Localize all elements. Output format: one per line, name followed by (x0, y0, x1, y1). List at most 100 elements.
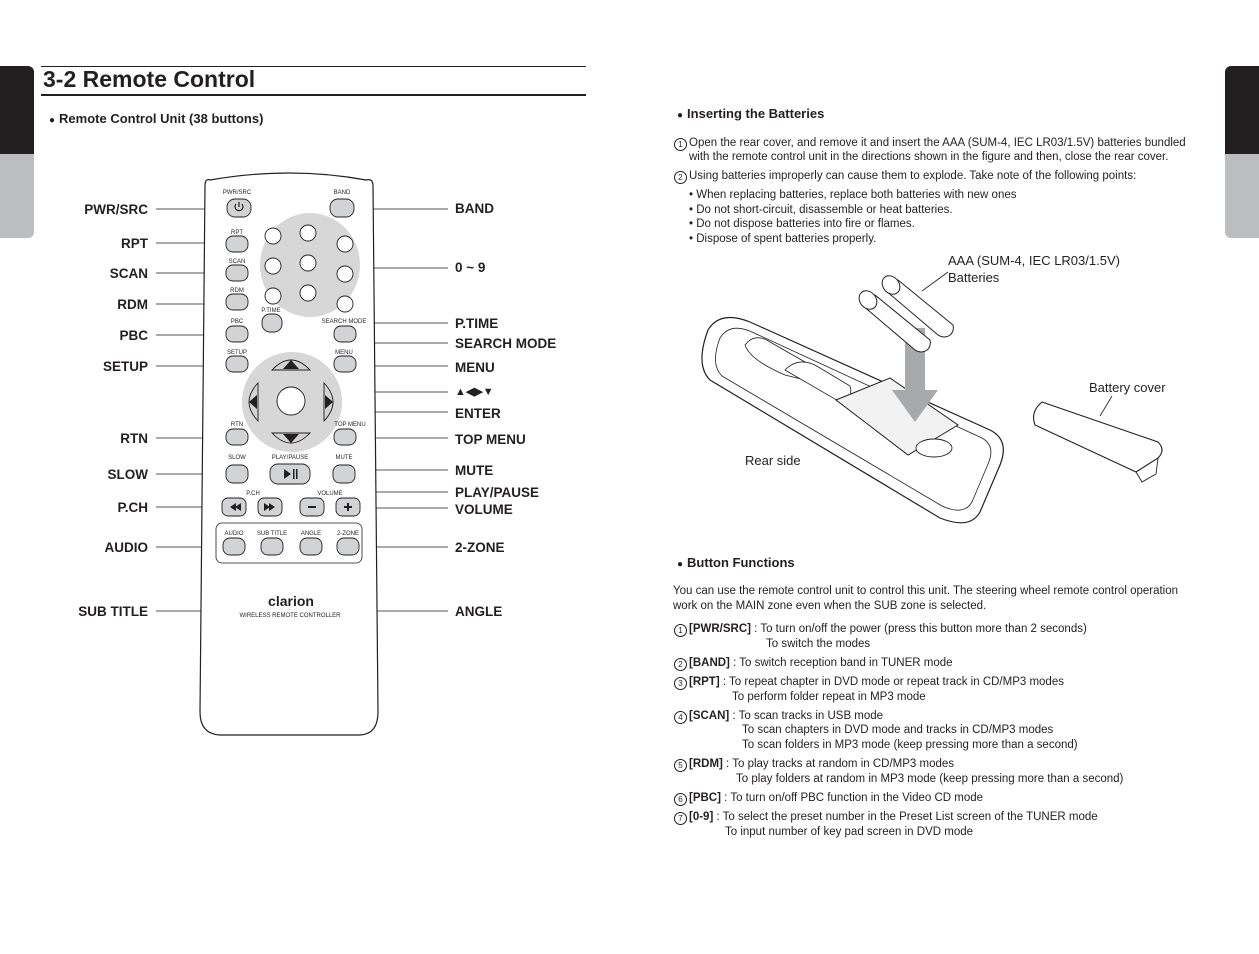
svg-text:AUDIO: AUDIO (224, 531, 243, 537)
label-0-9: 0 ~ 9 (455, 260, 486, 275)
item-key: [0-9] (689, 811, 714, 823)
insert-arrow (892, 328, 938, 422)
label-sub-title: SUB TITLE (78, 604, 148, 619)
battery-bullet-text: Dispose of spent batteries properly. (696, 233, 877, 245)
item-key: [RDM] (689, 758, 723, 770)
item-key: [BAND] (689, 657, 730, 669)
label-search-mode: SEARCH MODE (455, 336, 557, 351)
remote-diagram: PWR/SRC BAND RPT SCAN RDM P.TIME PBC SEA… (156, 172, 448, 736)
label-setup: SETUP (102, 359, 148, 374)
left-thumb-tab-dark (0, 66, 34, 154)
function-item-extra: To scan chapters in DVD mode and tracks … (742, 724, 1054, 736)
battery-bullet-text: Do not dispose batteries into fire or fl… (696, 218, 915, 230)
label-scan: SCAN (109, 266, 148, 281)
svg-text:ANGLE: ANGLE (301, 531, 321, 537)
function-item-pbc: 6[PBC] : To turn on/off PBC function in … (674, 791, 983, 806)
label-mute: MUTE (455, 463, 494, 478)
battery-bullet: • When replacing batteries, replace both… (689, 189, 1017, 201)
svg-text:SCAN: SCAN (229, 259, 246, 265)
label-volume: VOLUME (455, 502, 513, 517)
function-item-rpt: 3[RPT] : To repeat chapter in DVD mode o… (674, 675, 1064, 690)
remote-body (199, 172, 379, 736)
item-desc: : To turn on/off the power (press this b… (750, 623, 1087, 635)
item-key: [RPT] (689, 676, 720, 688)
label-rpt: RPT (121, 236, 148, 251)
label-play-pause: PLAY/PAUSE (455, 485, 540, 500)
batteries-heading: ●Inserting the Batteries (677, 106, 825, 121)
remote-subtitle-text: Remote Control Unit (38 buttons) (59, 111, 264, 126)
title-top-rule (41, 66, 586, 67)
title-bottom-rule (41, 94, 586, 96)
label-menu: MENU (455, 360, 495, 375)
function-item-band: 2[BAND] : To switch reception band in TU… (674, 656, 953, 671)
item-key: [SCAN] (689, 710, 730, 722)
label-top-menu: TOP MENU (455, 432, 526, 447)
label-pwr-src: PWR/SRC (84, 202, 148, 217)
item-key: [PWR/SRC] (689, 623, 751, 635)
function-item-extra: To scan folders in MP3 mode (keep pressi… (742, 739, 1078, 751)
item-desc: : To turn on/off PBC function in the Vid… (720, 792, 984, 804)
label-slow: SLOW (107, 467, 149, 482)
battery-step-2-text: Using batteries improperly can cause the… (689, 170, 1137, 182)
svg-text:VOLUME: VOLUME (317, 491, 342, 497)
function-item-pwr-src: 1[PWR/SRC] : To turn on/off the power (p… (674, 622, 1087, 637)
remote-subtitle: ●Remote Control Unit (38 buttons) (49, 111, 264, 126)
small-label-band: BAND (334, 190, 351, 196)
svg-text:RDM: RDM (230, 288, 244, 294)
label-pbc: PBC (119, 328, 148, 343)
page-title: 3-2 Remote Control (43, 66, 256, 92)
svg-text:RTN: RTN (231, 422, 243, 428)
label-rtn: RTN (120, 431, 148, 446)
function-item-extra: To input number of key pad screen in DVD… (725, 826, 974, 838)
label-band: BAND (455, 201, 494, 216)
item-desc: : To repeat chapter in DVD mode or repea… (719, 676, 1064, 688)
batteries-heading-text: Inserting the Batteries (687, 106, 825, 121)
battery-bullet-text: Do not short-circuit, disassemble or hea… (696, 204, 953, 216)
callout-rear-side: Rear side (745, 453, 801, 468)
item-desc: : To scan tracks in USB mode (729, 710, 884, 722)
label-rdm: RDM (117, 297, 148, 312)
item-number: 6 (674, 793, 687, 806)
label-angle: ANGLE (455, 604, 503, 619)
svg-text:PBC: PBC (231, 319, 244, 325)
label-2-zone: 2-ZONE (455, 540, 505, 555)
function-item-scan: 4[SCAN] : To scan tracks in USB mode (674, 709, 883, 724)
svg-text:SEARCH MODE: SEARCH MODE (322, 319, 367, 325)
item-key: [PBC] (689, 792, 721, 804)
item-number: 3 (674, 677, 687, 690)
battery-diagram (701, 271, 1163, 524)
callout-battery-cover: Battery cover (1089, 380, 1166, 395)
svg-text:P.CH: P.CH (246, 491, 260, 497)
function-item-extra: To switch the modes (766, 638, 871, 650)
battery-bullet: • Dispose of spent batteries properly. (689, 233, 877, 245)
battery-bullet: • Do not dispose batteries into fire or … (689, 218, 915, 230)
svg-text:clarion: clarion (268, 593, 314, 609)
battery-bullet: • Do not short-circuit, disassemble or h… (689, 204, 953, 216)
item-desc: : To play tracks at random in CD/MP3 mod… (722, 758, 955, 770)
label-ptime: P.TIME (455, 316, 499, 331)
function-item-0-9: 7[0-9] : To select the preset number in … (674, 810, 1098, 825)
battery-bullet-text: When replacing batteries, replace both b… (696, 189, 1017, 201)
functions-heading: ●Button Functions (677, 555, 795, 570)
left-thumb-tab-grey (0, 154, 34, 238)
function-item-rdm: 5[RDM] : To play tracks at random in CD/… (674, 757, 954, 772)
function-item-extra: To play folders at random in MP3 mode (k… (736, 773, 1124, 785)
svg-text:P.TIME: P.TIME (261, 308, 280, 314)
small-label-pwr: PWR/SRC (223, 190, 252, 196)
functions-intro-line-2: work on the MAIN zone even when the SUB … (673, 600, 987, 612)
functions-intro-line-1: You can use the remote control unit to c… (673, 585, 1179, 597)
svg-text:RPT: RPT (231, 230, 243, 236)
item-number: 5 (674, 759, 687, 772)
svg-text:2-ZONE: 2-ZONE (337, 531, 359, 537)
label-pch: P.CH (117, 500, 148, 515)
battery-step-1-line-1: Open the rear cover, and remove it and i… (689, 137, 1186, 149)
item-number: 7 (674, 812, 687, 825)
item-desc: : To select the preset number in the Pre… (713, 811, 1098, 823)
svg-text:SETUP: SETUP (227, 350, 247, 356)
item-number: 4 (674, 711, 687, 724)
callout-batteries-line-2: Batteries (948, 270, 1000, 285)
svg-text:WIRELESS REMOTE CONTROLLER: WIRELESS REMOTE CONTROLLER (239, 613, 341, 619)
svg-text:MENU: MENU (335, 350, 353, 356)
item-number: 1 (674, 624, 687, 637)
